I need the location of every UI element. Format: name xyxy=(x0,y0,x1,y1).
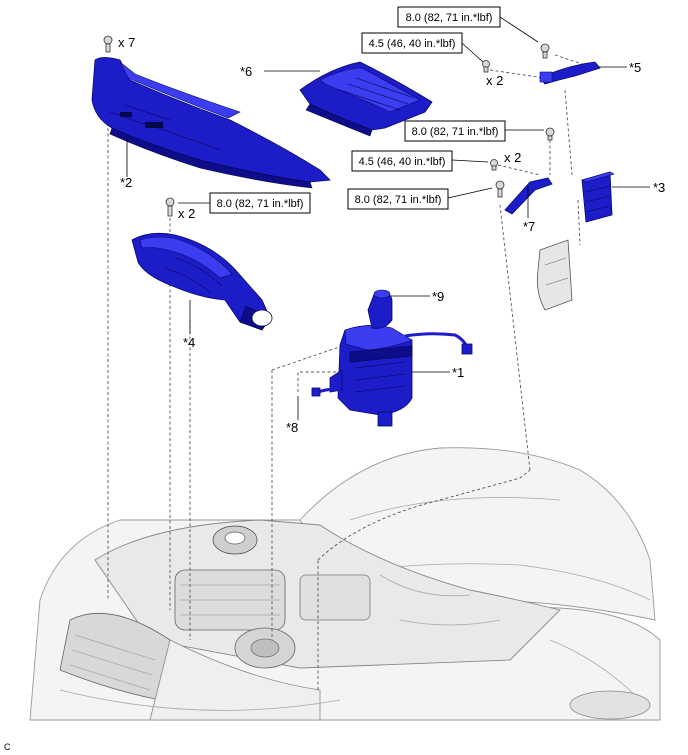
torque-value: 8.0 (82, 71 in.*lbf) xyxy=(412,126,499,138)
callout-6: *6 xyxy=(240,64,252,79)
quantity-label: x 7 xyxy=(118,35,135,50)
part-4-air-inlet-duct xyxy=(131,232,273,331)
bolt-icon xyxy=(165,197,175,217)
callout-8: *8 xyxy=(286,420,298,435)
bolt-icon xyxy=(482,60,490,73)
torque-value: 8.0 (82, 71 in.*lbf) xyxy=(406,12,493,24)
ecu-bracket xyxy=(536,239,573,311)
callout-7: *7 xyxy=(523,219,535,234)
bolt-icon xyxy=(103,35,113,53)
vehicle-engine-bay xyxy=(29,447,661,721)
callout-2: *2 xyxy=(120,175,132,190)
torque-value: 4.5 (46, 40 in.*lbf) xyxy=(369,38,456,50)
part-8-wire xyxy=(311,332,473,397)
callout-1: *1 xyxy=(452,365,464,380)
part-7-bracket xyxy=(504,177,553,215)
torque-value: 8.0 (82, 71 in.*lbf) xyxy=(355,194,442,206)
illustration-code: C xyxy=(4,742,11,752)
bolt-icon xyxy=(490,159,498,171)
torque-spec-t6: 8.0 (82, 71 in.*lbf) xyxy=(209,192,311,214)
bolt-icon xyxy=(540,43,550,59)
part-5-bracket xyxy=(539,61,601,85)
bolts xyxy=(103,35,555,217)
part-2-radiator-support-cover xyxy=(91,57,331,189)
callout-4: *4 xyxy=(183,335,195,350)
torque-value: 8.0 (82, 71 in.*lbf) xyxy=(217,198,304,210)
part-6-engine-cover xyxy=(299,61,433,137)
torque-spec-t2: 4.5 (46, 40 in.*lbf) xyxy=(361,32,463,54)
part-1-air-cleaner-case xyxy=(329,325,413,427)
assembly-guide-lines xyxy=(107,54,586,690)
quantity-label: x 2 xyxy=(178,206,195,221)
bolt-icon xyxy=(545,127,555,141)
torque-spec-t1: 8.0 (82, 71 in.*lbf) xyxy=(397,6,501,28)
callout-9: *9 xyxy=(432,289,444,304)
torque-spec-t5: 8.0 (82, 71 in.*lbf) xyxy=(347,188,449,210)
quantity-label: x 2 xyxy=(504,150,521,165)
bolt-icon xyxy=(495,180,505,198)
part-9-hose xyxy=(367,289,393,329)
callout-3: *3 xyxy=(653,180,665,195)
torque-spec-t3: 8.0 (82, 71 in.*lbf) xyxy=(404,120,506,142)
part-3-ecu-module xyxy=(581,171,615,223)
torque-value: 4.5 (46, 40 in.*lbf) xyxy=(359,156,446,168)
quantity-label: x 2 xyxy=(486,73,503,88)
callout-5: *5 xyxy=(629,60,641,75)
torque-spec-t4: 4.5 (46, 40 in.*lbf) xyxy=(351,150,453,172)
